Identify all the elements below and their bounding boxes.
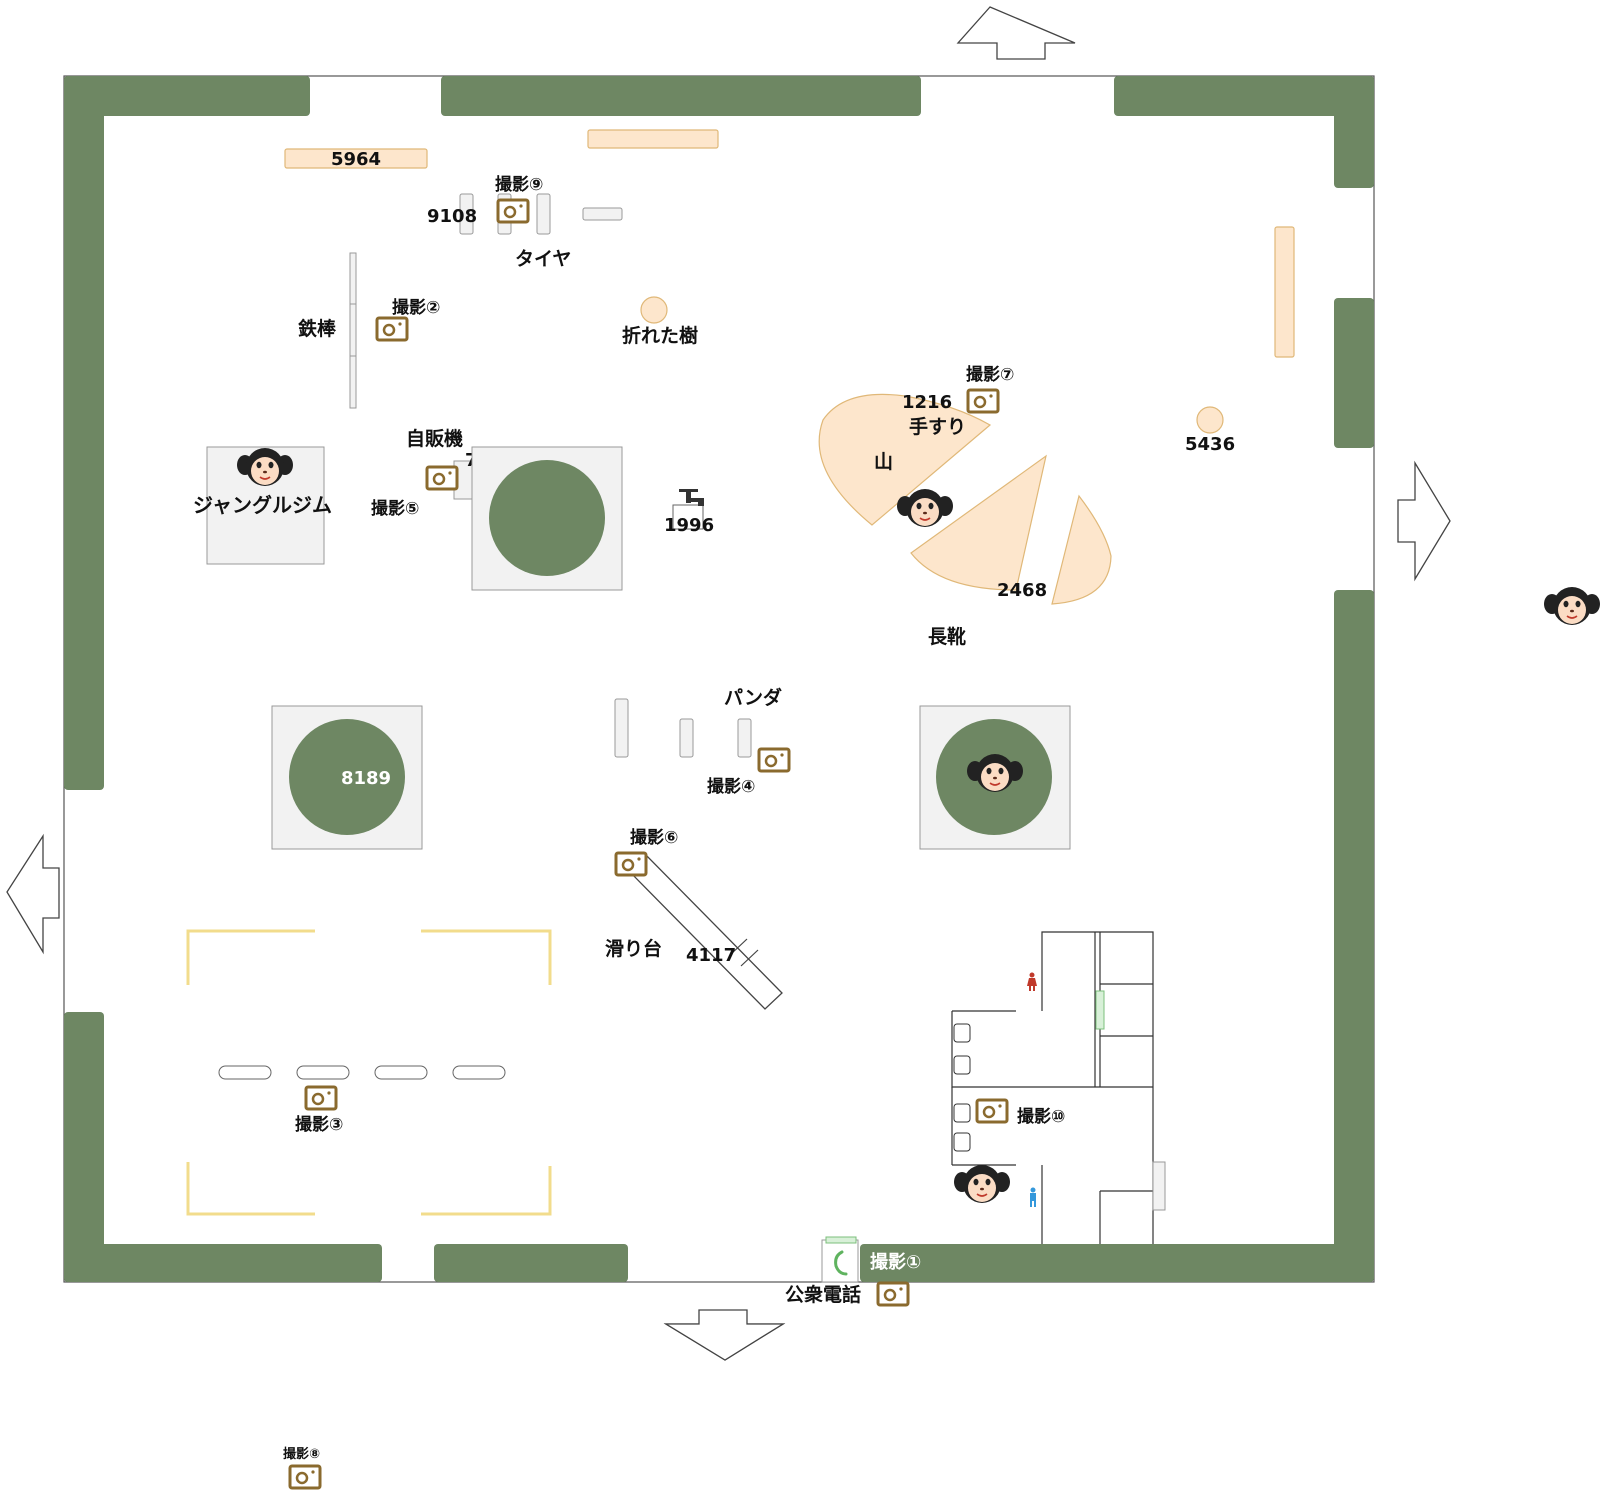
panda-posts (614, 698, 752, 758)
male-icon (1030, 1187, 1036, 1207)
wall-segment (1334, 298, 1374, 448)
stepping-stones (218, 1065, 506, 1080)
label-tire: タイヤ (515, 248, 571, 270)
exit-arrow-south-outline (663, 1309, 786, 1361)
number-8189: 8189 (341, 768, 391, 789)
label-mountain: 山 (874, 451, 893, 473)
wall-segment (1334, 590, 1374, 1282)
wall-segment (1334, 76, 1374, 188)
monkey-icon (1543, 586, 1600, 626)
label-slide: 滑り台 (605, 937, 662, 960)
camera-icon-9 (496, 198, 530, 224)
mountain-piece-1 (818, 393, 992, 526)
number-1996: 1996 (664, 515, 714, 536)
monkey-icon (953, 1164, 1011, 1204)
number-5436: 5436 (1185, 434, 1235, 455)
camera-label-6: 撮影⑥ (630, 827, 678, 848)
wall-segment (64, 1244, 382, 1282)
camera-icon-3 (304, 1085, 338, 1111)
slide (626, 852, 783, 1010)
exit-arrow-east (1397, 460, 1451, 582)
broken-tree (640, 296, 668, 324)
tree-5436 (1196, 406, 1224, 434)
exit-arrow-north (956, 6, 1076, 60)
label-jungle-gym: ジャングルジム (193, 493, 332, 517)
wall-segment (64, 76, 104, 790)
bench-5964 (284, 148, 428, 169)
jungle-gym (206, 446, 325, 565)
bench-area (186, 929, 552, 1216)
wall-segment (64, 76, 310, 116)
camera-label-10: 撮影⑩ (1017, 1106, 1065, 1127)
camera-icon-8 (288, 1464, 322, 1490)
wall-segment (434, 1244, 628, 1282)
number-1216: 1216 (902, 392, 952, 413)
number-5964: 5964 (331, 149, 381, 170)
camera-label-7: 撮影⑦ (966, 364, 1014, 385)
camera-label-5: 撮影⑤ (371, 498, 419, 519)
round-planter-north (489, 460, 605, 576)
urinals (953, 1023, 971, 1152)
camera-icon-2 (375, 316, 409, 342)
camera-label-8: 撮影⑧ (283, 1446, 320, 1462)
camera-icon-6 (614, 851, 648, 877)
camera-label-4: 撮影④ (707, 776, 755, 797)
mountain-piece-3 (1051, 494, 1112, 605)
toilet-door-green (1095, 990, 1105, 1030)
tire-posts (459, 193, 623, 235)
park-boundary (63, 75, 1375, 1283)
number-4117: 4117 (686, 945, 736, 966)
number-9108: 9108 (427, 206, 477, 227)
label-boots: 長靴 (928, 625, 966, 648)
camera-icon-1 (876, 1281, 910, 1307)
iron-bar (349, 252, 357, 409)
camera-label-2: 撮影② (392, 297, 440, 318)
camera-label-3: 撮影③ (295, 1114, 343, 1135)
round-planter-8189 (289, 719, 405, 835)
camera-icon-7 (966, 388, 1000, 414)
label-panda: パンダ (724, 686, 782, 709)
label-payphone: 公衆電話 (785, 1283, 861, 1306)
wall-segment (1114, 76, 1374, 116)
camera-icon-4 (757, 747, 791, 773)
number-2468: 2468 (997, 580, 1047, 601)
toilet-side-unit (1152, 1161, 1166, 1211)
payphone (821, 1236, 859, 1283)
water-tap-icon (672, 489, 704, 530)
label-vending-machine: 自販機 (406, 427, 463, 450)
phone-icon (834, 1250, 848, 1276)
mountain-piece-2 (910, 454, 1047, 591)
exit-arrow-west (6, 833, 60, 955)
camera-icon-10 (975, 1098, 1009, 1124)
wall-segment (441, 76, 921, 116)
camera-label-9: 撮影⑨ (495, 174, 543, 195)
label-broken-tree: 折れた樹 (622, 324, 698, 347)
wall-segment (860, 1244, 1374, 1282)
wall-segment (64, 1012, 104, 1282)
bench-east (1274, 226, 1295, 358)
female-icon (1027, 972, 1037, 991)
label-handrail: 手すり (909, 415, 966, 438)
camera-icon-5 (425, 465, 459, 491)
label-iron-bar: 鉄棒 (298, 317, 337, 340)
bench-top (587, 129, 719, 149)
walls (64, 76, 1374, 1282)
camera-label-1: 撮影① (870, 1251, 921, 1273)
